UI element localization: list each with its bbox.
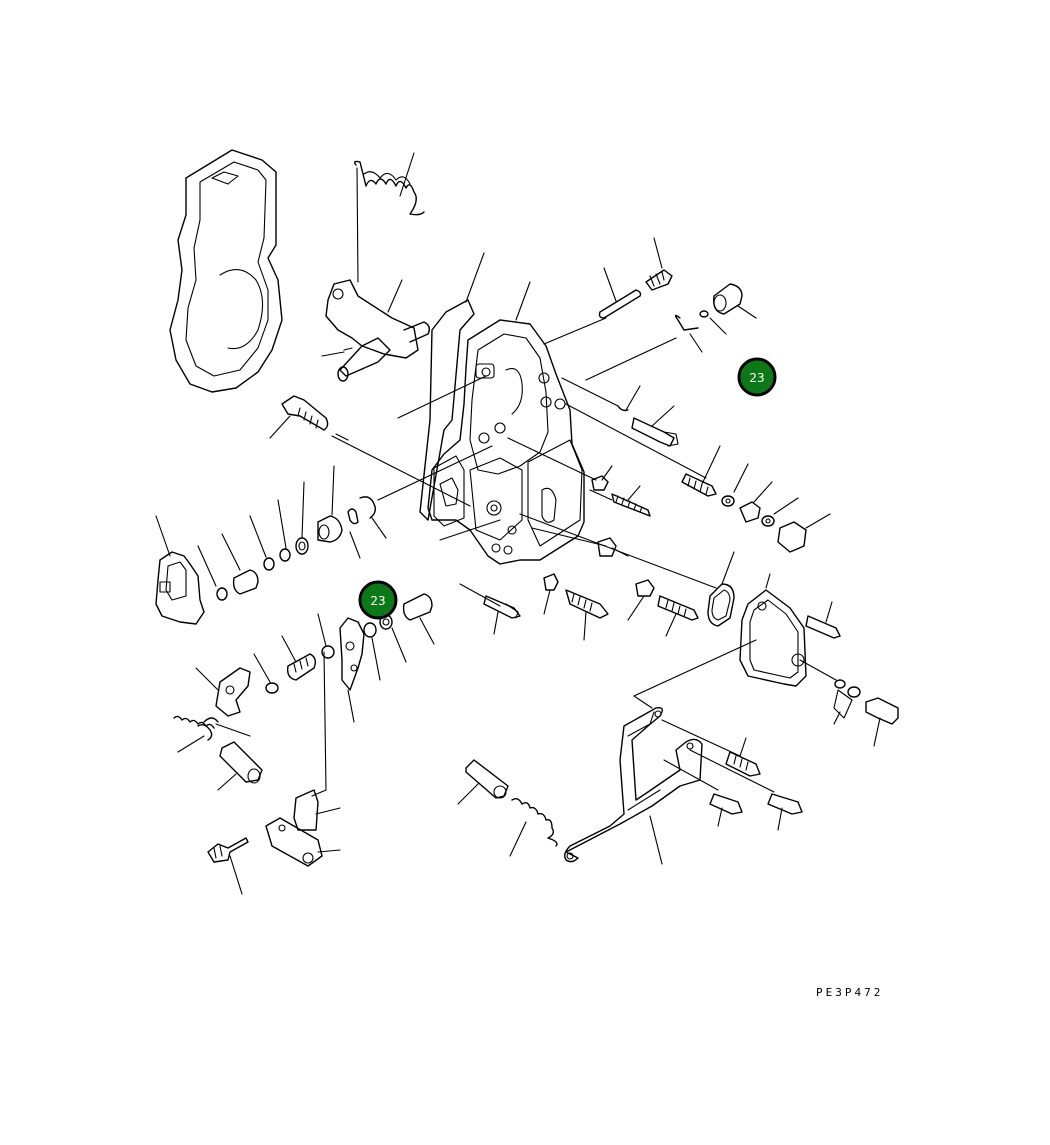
callout-23-lower[interactable]: 23 [358, 580, 398, 620]
callout-label: 23 [749, 371, 764, 385]
callout-circle [737, 357, 777, 397]
gasket [419, 252, 485, 521]
lower-pin-and-spring [457, 759, 558, 857]
control-lever-assembly [321, 279, 431, 382]
drawing-code: PE3P472 [816, 986, 883, 999]
callout-circle [358, 580, 398, 620]
studs-and-nuts [483, 537, 699, 641]
governor-housing [427, 281, 585, 565]
callout-23-upper[interactable]: 23 [737, 357, 777, 397]
lower-left-linkage [173, 593, 435, 895]
left-bushings-and-washers [155, 395, 387, 625]
lower-bracket-assembly [563, 639, 803, 865]
assembly-center-lines [331, 317, 717, 607]
callout-label: 23 [370, 594, 385, 608]
upper-right-small-parts [591, 237, 831, 553]
governor-spring-top [353, 152, 425, 283]
gear-case-cover [169, 149, 283, 393]
